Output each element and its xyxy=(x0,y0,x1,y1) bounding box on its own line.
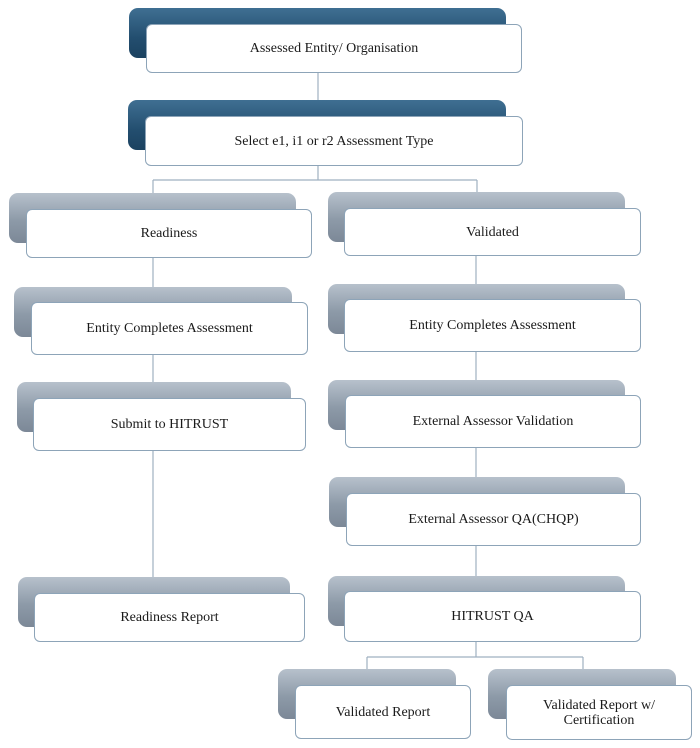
node-label: Select e1, i1 or r2 Assessment Type xyxy=(234,133,434,149)
node-label: External Assessor QA(CHQP) xyxy=(408,512,579,527)
connector-select-split xyxy=(152,166,478,209)
node-label: Validated xyxy=(466,224,519,240)
node-label: Entity Completes Assessment xyxy=(86,321,253,336)
node-label: Validated Report xyxy=(335,704,431,720)
node-label: Validated Report w/ Certification xyxy=(543,697,655,728)
node-label: Readiness xyxy=(140,226,198,241)
node-label: Entity Completes Assessment xyxy=(409,318,576,333)
node-label: External Assessor Validation xyxy=(412,414,574,429)
node-label: Readiness Report xyxy=(120,610,219,625)
connector-qa-split xyxy=(366,642,584,686)
node-label: Assessed Entity/ Organisation xyxy=(249,41,419,56)
node-label: Submit to HITRUST xyxy=(110,417,229,432)
node-label: HITRUST QA xyxy=(451,609,534,624)
